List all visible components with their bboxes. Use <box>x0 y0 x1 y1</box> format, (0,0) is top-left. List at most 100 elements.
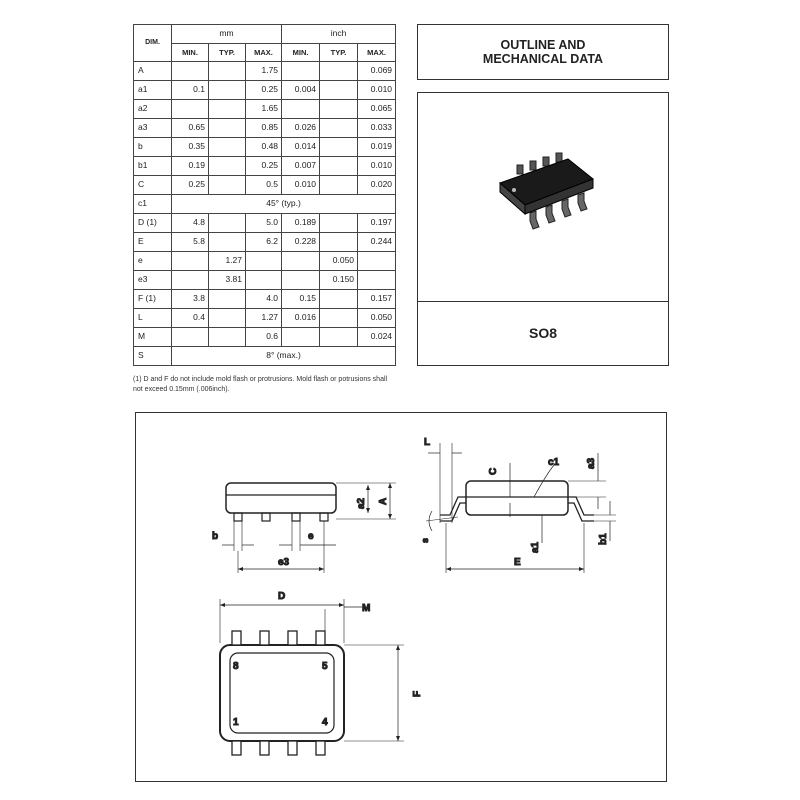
dim-cell: e <box>133 251 172 271</box>
top-view <box>219 599 404 756</box>
label-s: s <box>420 538 430 543</box>
inch-value-cell: 0.050 <box>357 308 397 328</box>
inch-value-cell: 0.069 <box>357 61 397 81</box>
header-mm-max: MAX. <box>244 42 283 62</box>
inch-value-cell <box>319 99 359 119</box>
inch-value-cell: 0.050 <box>319 251 359 271</box>
inch-value-cell: 0.189 <box>281 213 321 233</box>
package-divider <box>418 301 668 302</box>
mm-value-cell: 0.65 <box>171 118 209 138</box>
header-inch-max: MAX. <box>357 42 397 62</box>
mm-value-cell <box>208 213 246 233</box>
label-b: b <box>212 531 218 542</box>
dim-cell: M <box>133 327 172 347</box>
inch-value-cell <box>319 137 359 157</box>
dim-cell: D (1) <box>133 213 172 233</box>
so8-chip-picture <box>499 152 594 230</box>
inch-value-cell <box>281 327 321 347</box>
pin-label-4: 4 <box>322 717 328 728</box>
inch-value-cell: 0.150 <box>319 270 359 290</box>
inch-value-cell: 0.020 <box>357 175 397 195</box>
dim-cell: F (1) <box>133 289 172 309</box>
inch-value-cell: 0.010 <box>281 175 321 195</box>
label-e: e <box>308 531 314 542</box>
inch-value-cell <box>281 99 321 119</box>
dim-cell: e3 <box>133 270 172 290</box>
mechanical-drawing: L C c1 a3 a2 A b e e3 a1 b1 E s D M F 8 … <box>212 437 616 756</box>
mm-value-cell: 0.4 <box>171 308 209 328</box>
inch-value-cell <box>319 156 359 176</box>
mm-value-cell: 0.25 <box>244 80 283 100</box>
outline-title-box: OUTLINE AND MECHANICAL DATA <box>417 24 669 80</box>
table-row: M 0.6 0.024 <box>133 327 397 347</box>
mm-value-cell: 0.5 <box>244 175 283 195</box>
dim-cell: L <box>133 308 172 328</box>
span-cell: 45° (typ.) <box>170 194 397 214</box>
mm-value-cell: 6.2 <box>244 232 283 252</box>
inch-value-cell: 0.033 <box>357 118 397 138</box>
inch-value-cell: 0.024 <box>357 327 397 347</box>
mm-value-cell <box>208 99 246 119</box>
label-L: L <box>424 437 430 448</box>
inch-value-cell: 0.016 <box>281 308 321 328</box>
inch-value-cell <box>357 270 397 290</box>
inch-value-cell <box>281 61 321 81</box>
mm-value-cell: 0.48 <box>244 137 283 157</box>
front-side-view <box>222 482 396 573</box>
mm-value-cell: 0.19 <box>171 156 209 176</box>
dim-cell: E <box>133 232 172 252</box>
label-b1: b1 <box>598 533 609 545</box>
mm-value-cell: 0.6 <box>244 327 283 347</box>
mm-value-cell: 4.0 <box>244 289 283 309</box>
mm-value-cell: 5.0 <box>244 213 283 233</box>
header-dim: DIM. <box>133 24 172 62</box>
label-c1: c1 <box>548 457 560 468</box>
label-a2: a2 <box>356 497 367 509</box>
inch-value-cell <box>319 118 359 138</box>
pin-label-8: 8 <box>233 661 239 672</box>
package-photo-box: SO8 <box>417 92 669 366</box>
mm-value-cell <box>208 327 246 347</box>
dimension-table: DIM. mm inch MIN. TYP. MAX. MIN. TYP. MA… <box>133 24 397 366</box>
mm-value-cell <box>208 232 246 252</box>
outline-title: OUTLINE AND MECHANICAL DATA <box>482 38 604 66</box>
inch-value-cell <box>319 289 359 309</box>
inch-value-cell: 0.007 <box>281 156 321 176</box>
pin-label-1: 1 <box>233 717 239 728</box>
header-mm: mm <box>170 24 283 44</box>
mm-value-cell: 1.65 <box>244 99 283 119</box>
header-mm-typ: TYP. <box>208 42 246 62</box>
label-E: E <box>514 557 521 568</box>
label-M: M <box>362 603 370 614</box>
label-c: C <box>488 468 499 475</box>
label-D: D <box>278 591 285 602</box>
inch-value-cell: 0.244 <box>357 232 397 252</box>
mm-value-cell: 3.8 <box>171 289 209 309</box>
mm-value-cell: 0.25 <box>244 156 283 176</box>
mm-value-cell <box>171 61 209 81</box>
inch-value-cell: 0.010 <box>357 156 397 176</box>
header-inch: inch <box>281 24 397 44</box>
inch-value-cell <box>357 251 397 271</box>
inch-value-cell <box>319 80 359 100</box>
mm-value-cell <box>244 270 283 290</box>
mm-value-cell <box>208 137 246 157</box>
mm-value-cell <box>208 118 246 138</box>
pin-label-5: 5 <box>322 661 328 672</box>
mm-value-cell <box>171 327 209 347</box>
inch-value-cell: 0.004 <box>281 80 321 100</box>
inch-value-cell: 0.15 <box>281 289 321 309</box>
inch-value-cell: 0.157 <box>357 289 397 309</box>
